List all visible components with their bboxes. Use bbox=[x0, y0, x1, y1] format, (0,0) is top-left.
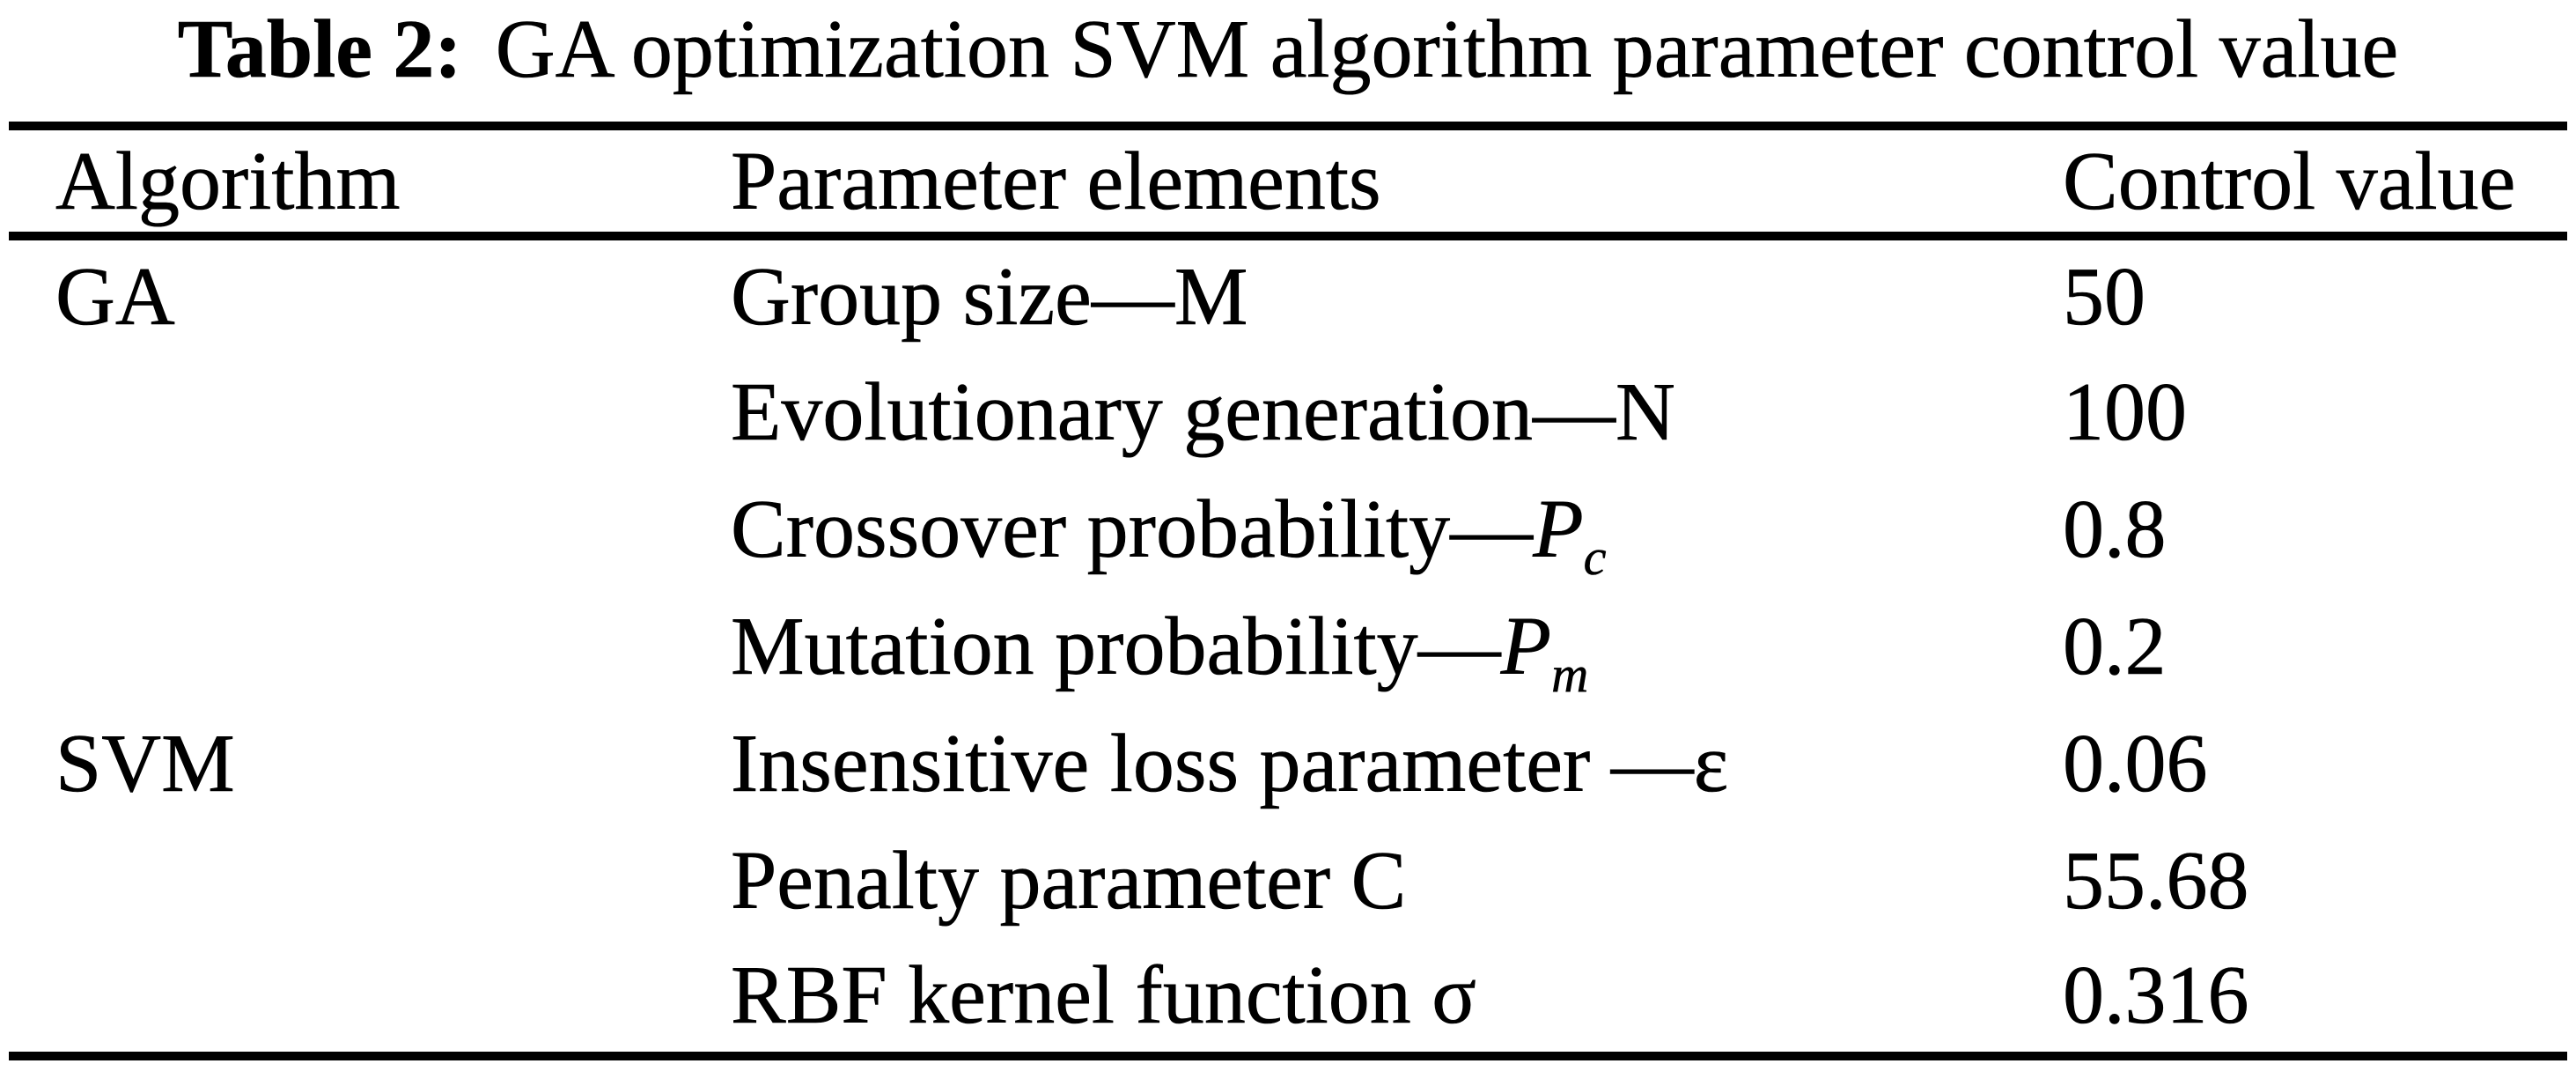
column-header-control-value: Control value bbox=[2063, 135, 2516, 227]
parameter-cell: Penalty parameter C bbox=[731, 834, 1407, 927]
table-caption-number: Table 2: bbox=[177, 4, 462, 96]
parameter-table: Algorithm Parameter elements Control val… bbox=[9, 122, 2567, 1060]
column-header-parameter-elements: Parameter elements bbox=[731, 135, 1381, 227]
algorithm-cell bbox=[9, 353, 731, 470]
parameter-cell: Mutation probability—Pm bbox=[731, 600, 1589, 703]
table-caption: Table 2: GA optimization SVM algorithm pa… bbox=[0, 2, 2576, 97]
parameter-cell: Crossover probability—Pc bbox=[731, 483, 1607, 586]
algorithm-cell bbox=[9, 587, 731, 705]
value-cell: 0.316 bbox=[2063, 949, 2249, 1042]
algorithm-cell bbox=[9, 939, 731, 1056]
parameter-subscript: c bbox=[1583, 528, 1607, 586]
algorithm-cell bbox=[9, 470, 731, 587]
table-row: GA Group size—M 50 bbox=[9, 236, 2567, 353]
header-row: Algorithm Parameter elements Control val… bbox=[9, 126, 2567, 236]
algorithm-cell bbox=[9, 822, 731, 939]
table-row: Mutation probability—Pm 0.2 bbox=[9, 587, 2567, 705]
value-cell: 0.8 bbox=[2063, 483, 2167, 575]
parameter-symbol: P bbox=[1500, 600, 1552, 692]
algorithm-cell: GA bbox=[55, 251, 175, 344]
table-row: Evolutionary generation—N 100 bbox=[9, 353, 2567, 470]
parameter-cell: Group size—M bbox=[731, 251, 1248, 344]
value-cell: 50 bbox=[2063, 251, 2146, 344]
parameter-subscript: m bbox=[1551, 645, 1589, 703]
table-row: RBF kernel function σ 0.316 bbox=[9, 939, 2567, 1056]
table-caption-text: GA optimization SVM algorithm parameter … bbox=[495, 4, 2399, 96]
algorithm-cell: SVM bbox=[55, 717, 235, 809]
table-row: SVM Insensitive loss parameter —ε 0.06 bbox=[9, 705, 2567, 822]
parameter-cell: RBF kernel function σ bbox=[731, 949, 1477, 1042]
table-body: GA Group size—M 50 Evolutionary generati… bbox=[9, 236, 2567, 1056]
parameter-symbol: P bbox=[1533, 483, 1584, 575]
value-cell: 100 bbox=[2063, 366, 2188, 458]
parameter-cell: Insensitive loss parameter —ε bbox=[731, 717, 1729, 809]
value-cell: 0.2 bbox=[2063, 600, 2167, 692]
table-row: Crossover probability—Pc 0.8 bbox=[9, 470, 2567, 587]
column-header-algorithm: Algorithm bbox=[55, 135, 401, 227]
value-cell: 0.06 bbox=[2063, 717, 2208, 809]
table-header: Algorithm Parameter elements Control val… bbox=[9, 126, 2567, 236]
value-cell: 55.68 bbox=[2063, 834, 2249, 927]
table-row: Penalty parameter C 55.68 bbox=[9, 822, 2567, 939]
parameter-cell: Evolutionary generation—N bbox=[731, 366, 1675, 458]
